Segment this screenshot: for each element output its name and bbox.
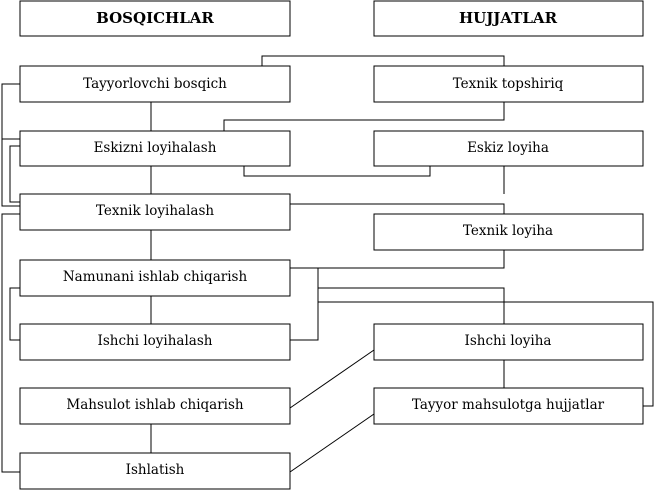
stage-label-7: Ishlatish bbox=[126, 462, 185, 478]
stage-box-6: Mahsulot ishlab chiqarish bbox=[19, 387, 291, 425]
document-box-5: Tayyor mahsulotga hujjatlar bbox=[373, 387, 644, 425]
stage-box-2: Eskizni loyihalash bbox=[19, 130, 291, 167]
header-documents: HUJJATLAR bbox=[373, 0, 644, 37]
connector-doc3-stage4 bbox=[290, 250, 505, 269]
connector-stage4-stage5-right bbox=[290, 267, 319, 341]
stage-box-7: Ishlatish bbox=[19, 452, 291, 490]
connectors bbox=[1, 55, 654, 473]
header-stages: BOSQICHLAR bbox=[19, 0, 291, 37]
connector-doc4-stage6 bbox=[289, 349, 375, 409]
stage-box-4: Namunani ishlab chiqarish bbox=[19, 259, 291, 297]
connector-left-stage2-stage3 bbox=[9, 145, 20, 203]
connector-left-stage3-stage7 bbox=[1, 213, 20, 473]
connector-doc5-stage7 bbox=[289, 413, 375, 473]
document-box-2: Eskiz loyiha bbox=[373, 130, 644, 167]
stage-label-5: Ishchi loyihalash bbox=[98, 333, 213, 349]
stage-label-4: Namunani ishlab chiqarish bbox=[63, 269, 248, 285]
document-label-3: Texnik loyiha bbox=[463, 223, 553, 239]
stage-box-5: Ishchi loyihalash bbox=[19, 323, 291, 361]
stage-label-1: Tayyorlovchi bosqich bbox=[83, 76, 227, 92]
connector-stage2-doc2 bbox=[243, 166, 431, 177]
document-box-1: Texnik topshiriq bbox=[373, 65, 644, 103]
document-label-2: Eskiz loyiha bbox=[467, 140, 549, 156]
connector-stage1-doc1 bbox=[261, 55, 505, 66]
stage-label-6: Mahsulot ishlab chiqarish bbox=[66, 397, 244, 413]
document-box-3: Texnik loyiha bbox=[373, 213, 644, 251]
connector-left-stage1-stage3 bbox=[1, 139, 20, 207]
document-label-1: Texnik topshiriq bbox=[453, 76, 564, 92]
stage-box-3: Texnik loyihalash bbox=[19, 193, 291, 231]
stage-box-1: Tayyorlovchi bosqich bbox=[19, 65, 291, 103]
document-box-4: Ishchi loyiha bbox=[373, 323, 644, 361]
header-stages-label: BOSQICHLAR bbox=[96, 9, 214, 27]
stage-label-3: Texnik loyihalash bbox=[96, 203, 214, 219]
document-label-4: Ishchi loyiha bbox=[465, 333, 552, 349]
connector-doc1-stage2 bbox=[223, 102, 505, 131]
connector-left-stage1-stage2 bbox=[1, 83, 20, 140]
connector-stage4-doc4 bbox=[318, 287, 505, 324]
connector-stage4-doc5 bbox=[318, 301, 654, 407]
header-documents-label: HUJJATLAR bbox=[459, 9, 558, 27]
connector-stage3-doc3 bbox=[290, 203, 505, 214]
connector-left-stage4-stage5 bbox=[9, 287, 20, 341]
stage-label-2: Eskizni loyihalash bbox=[94, 140, 217, 156]
document-label-5: Tayyor mahsulotga hujjatlar bbox=[412, 397, 605, 413]
